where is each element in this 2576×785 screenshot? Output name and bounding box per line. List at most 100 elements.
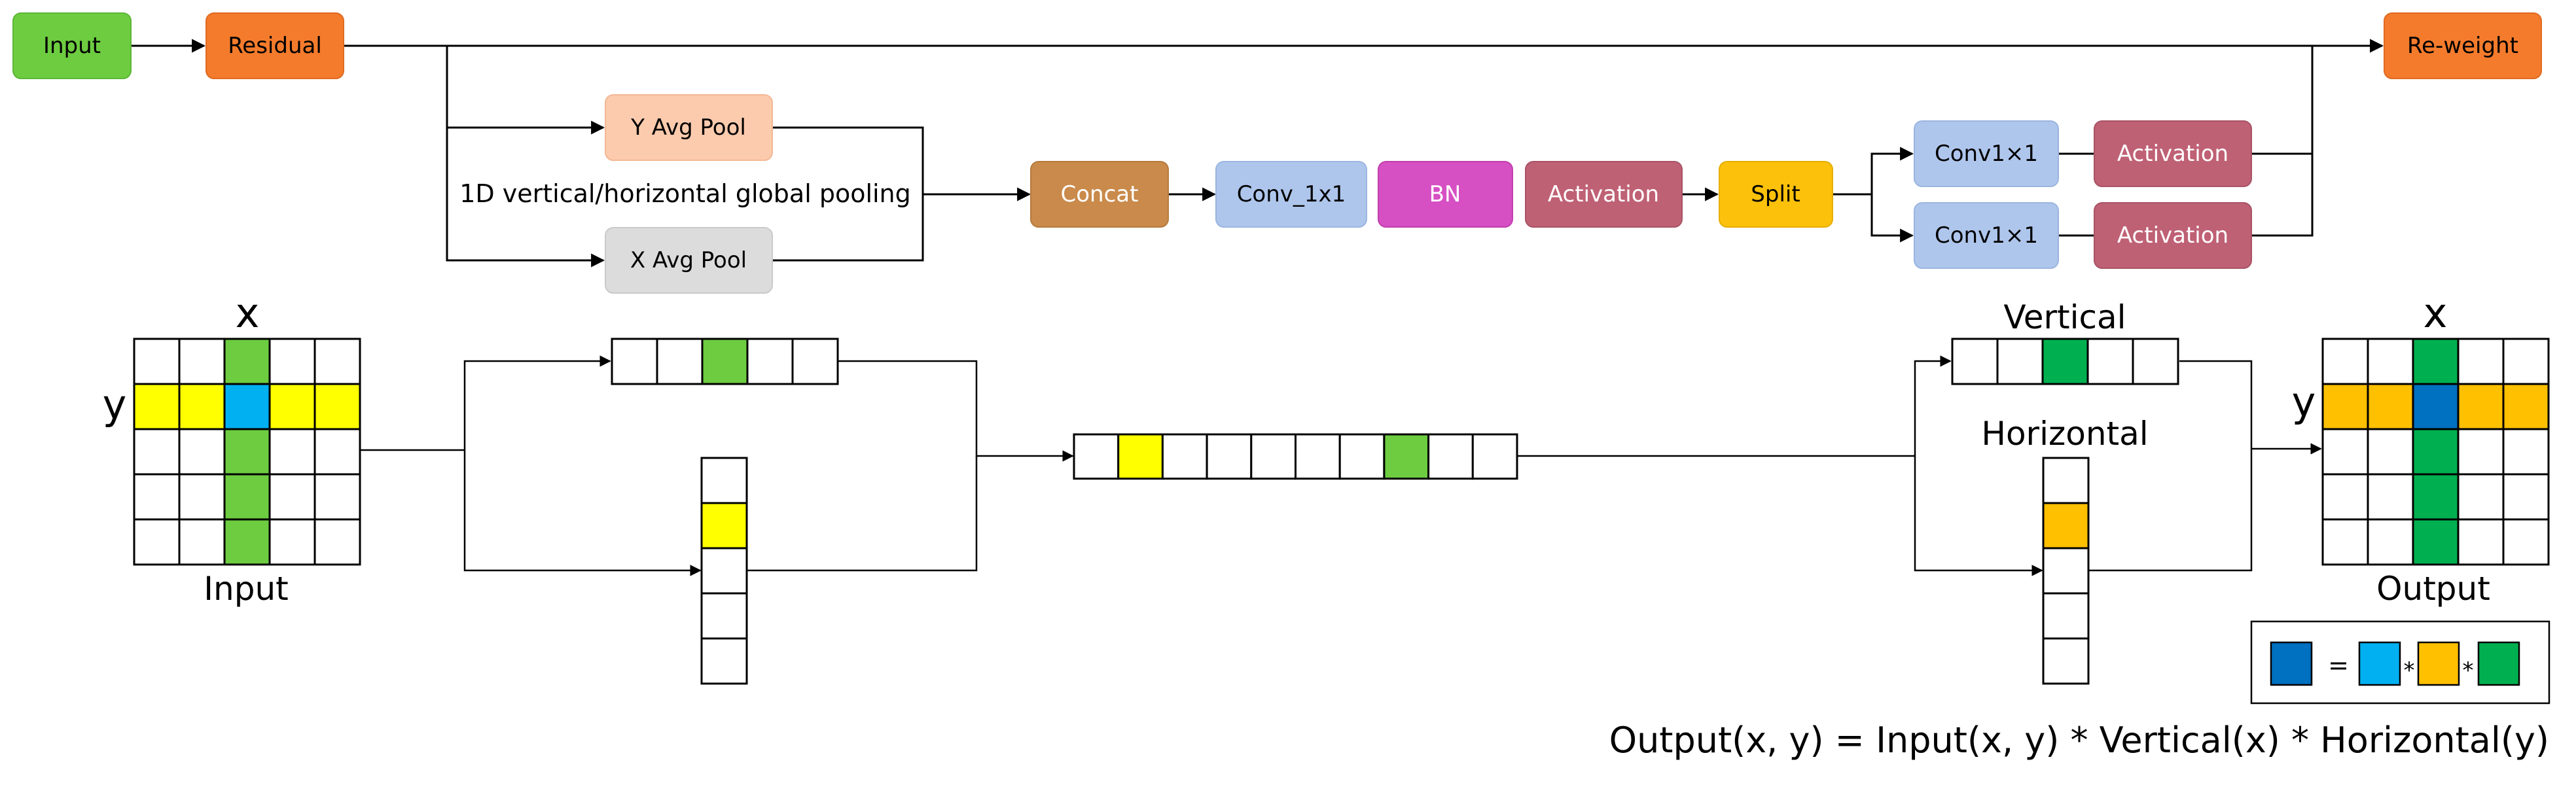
grid-cell bbox=[700, 502, 748, 550]
grid-cell bbox=[2502, 473, 2550, 521]
grid-cell bbox=[133, 338, 181, 385]
grid-cell bbox=[2321, 428, 2369, 476]
grid-cell bbox=[1117, 433, 1164, 480]
grid-cell bbox=[313, 383, 361, 430]
grid-cell bbox=[2367, 518, 2414, 566]
input-grid bbox=[133, 338, 361, 566]
grid-cell bbox=[2132, 338, 2179, 385]
y-avg-pool-node: Y Avg Pool bbox=[605, 94, 773, 161]
input-axis-x-label: x bbox=[236, 289, 260, 337]
conv1x1-top-node: Conv1×1 bbox=[1914, 120, 2059, 187]
grid-cell bbox=[1295, 433, 1341, 480]
grid-cell bbox=[2502, 428, 2550, 476]
vertical-caption: Vertical bbox=[2003, 298, 2126, 336]
grid-cell bbox=[2457, 383, 2505, 430]
input-axis-y-label: y bbox=[103, 381, 127, 428]
grid-cell bbox=[1250, 433, 1297, 480]
grid-cell bbox=[611, 338, 658, 385]
grid-cell bbox=[2412, 473, 2460, 521]
grid-cell bbox=[700, 637, 748, 685]
grid-cell bbox=[2412, 428, 2460, 476]
split-node: Split bbox=[1719, 161, 1833, 228]
activation-top-node: Activation bbox=[2094, 120, 2252, 187]
grid-cell bbox=[1338, 433, 1386, 480]
grid-cell bbox=[268, 338, 316, 385]
grid-cell bbox=[133, 428, 181, 476]
output-axis-x-label: x bbox=[2424, 289, 2448, 337]
conv-1x1-label: Conv_1x1 bbox=[1237, 181, 1346, 207]
grid-cell bbox=[2321, 473, 2369, 521]
grid-cell bbox=[133, 383, 181, 430]
grid-cell bbox=[2321, 338, 2369, 385]
grid-cell bbox=[133, 473, 181, 521]
grid-cell bbox=[2042, 637, 2090, 685]
grid-cell bbox=[2042, 592, 2090, 640]
reweight-node: Re-weight bbox=[2384, 12, 2542, 79]
output-caption: Output bbox=[2376, 570, 2490, 608]
grid-cell bbox=[313, 473, 361, 521]
grid-cell bbox=[2042, 457, 2090, 504]
grid-cell bbox=[2367, 338, 2414, 385]
concat-label: Concat bbox=[1061, 181, 1139, 207]
residual-node: Residual bbox=[206, 12, 344, 79]
grid-cell bbox=[268, 428, 316, 476]
grid-cell bbox=[700, 592, 748, 640]
grid-cell bbox=[2041, 338, 2089, 385]
grid-cell bbox=[313, 518, 361, 566]
y-avg-pool-label: Y Avg Pool bbox=[630, 114, 746, 141]
grid-cell bbox=[700, 457, 748, 504]
grid-cell bbox=[223, 473, 271, 521]
grid-cell bbox=[2412, 338, 2460, 385]
grid-cell bbox=[791, 338, 839, 385]
grid-cell bbox=[2042, 547, 2090, 595]
grid-cell bbox=[1427, 433, 1474, 480]
grid-cell bbox=[2457, 428, 2505, 476]
conv-1x1-node: Conv_1x1 bbox=[1215, 161, 1367, 228]
x-avg-pool-node: X Avg Pool bbox=[605, 227, 773, 294]
legend-orange-swatch bbox=[2417, 641, 2460, 686]
legend-blue-swatch bbox=[2270, 641, 2313, 686]
grid-cell bbox=[133, 518, 181, 566]
input-caption: Input bbox=[204, 570, 288, 608]
legend-times-1: * bbox=[2404, 657, 2415, 684]
grid-cell bbox=[2412, 383, 2460, 430]
grid-cell bbox=[2457, 518, 2505, 566]
grid-cell bbox=[268, 383, 316, 430]
conv1x1-bottom-node: Conv1×1 bbox=[1914, 202, 2059, 269]
activation-bottom-label: Activation bbox=[2117, 222, 2228, 249]
grid-cell bbox=[700, 547, 748, 595]
legend-cyan-swatch bbox=[2358, 641, 2401, 686]
bn-node: BN bbox=[1378, 161, 1513, 228]
pooled-horizontal-strip bbox=[611, 338, 839, 385]
horizontal-caption: Horizontal bbox=[1981, 415, 2148, 453]
grid-cell bbox=[223, 518, 271, 566]
split-label: Split bbox=[1751, 181, 1800, 207]
illustration-connectors bbox=[360, 355, 2322, 576]
grid-cell bbox=[2502, 518, 2550, 566]
grid-cell bbox=[178, 518, 226, 566]
concat-node: Concat bbox=[1030, 161, 1169, 228]
grid-cell bbox=[2457, 473, 2505, 521]
conv1x1-top-label: Conv1×1 bbox=[1935, 141, 2038, 167]
vertical-weight-strip bbox=[1951, 338, 2179, 385]
grid-cell bbox=[701, 338, 749, 385]
grid-cell bbox=[178, 473, 226, 521]
x-avg-pool-label: X Avg Pool bbox=[630, 247, 747, 273]
grid-cell bbox=[1206, 433, 1253, 480]
grid-cell bbox=[2367, 383, 2414, 430]
grid-cell bbox=[1073, 433, 1120, 480]
pooled-vertical-strip bbox=[700, 457, 748, 685]
grid-cell bbox=[1951, 338, 1999, 385]
grid-cell bbox=[2042, 502, 2090, 550]
grid-cell bbox=[223, 428, 271, 476]
grid-cell bbox=[268, 518, 316, 566]
activation-node: Activation bbox=[1525, 161, 1683, 228]
activation-label: Activation bbox=[1548, 181, 1659, 207]
grid-cell bbox=[178, 338, 226, 385]
grid-cell bbox=[2457, 338, 2505, 385]
grid-cell bbox=[313, 338, 361, 385]
legend: = * * bbox=[2250, 620, 2550, 705]
pipeline-connectors bbox=[131, 39, 2384, 268]
grid-cell bbox=[223, 338, 271, 385]
